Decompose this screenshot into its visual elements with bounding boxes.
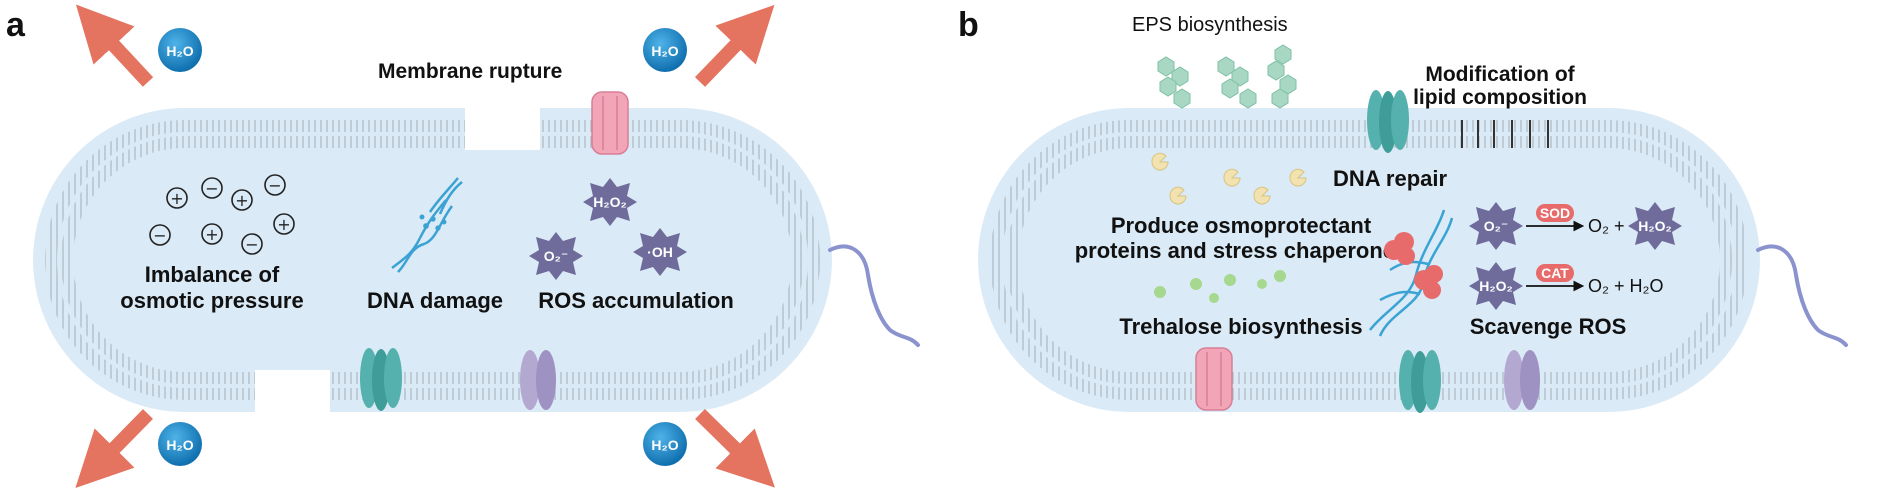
teal-channel-b-top	[1367, 90, 1409, 153]
svg-text:H₂O: H₂O	[651, 437, 678, 453]
svg-text:+: +	[235, 191, 248, 210]
ion-minus-icon: −	[201, 177, 223, 199]
dna-damaged-icon	[391, 177, 463, 273]
panel-b-letter: b	[958, 6, 979, 44]
lipid-label-line1: Modification of	[1425, 63, 1575, 86]
water-out-top-left: H₂O	[75, 4, 202, 87]
membrane-b-outer	[990, 120, 1748, 400]
lavender-channel-b	[1504, 350, 1540, 410]
rupture-gap-top	[465, 100, 540, 152]
svg-text:H₂O₂: H₂O₂	[1638, 218, 1671, 234]
water-drop-icon	[643, 28, 687, 72]
ion-plus-icon: +	[166, 187, 188, 209]
eps-label: EPS biosynthesis	[1132, 14, 1288, 36]
svg-text:CAT: CAT	[1541, 265, 1569, 281]
ion-minus-icon: −	[149, 224, 171, 246]
teal-channel-a	[360, 348, 402, 411]
water-drop-icon	[158, 422, 202, 466]
svg-text:−: −	[205, 179, 218, 198]
ros-star-h2o2-icon: H₂O₂	[583, 178, 637, 226]
repair-protein-icon	[1384, 232, 1443, 299]
sod-enzyme-badge	[1536, 204, 1574, 222]
svg-text:O₂⁻: O₂⁻	[544, 248, 569, 264]
svg-text:O₂ +: O₂ +	[1588, 216, 1625, 236]
panel-a: a Membrane rupture	[6, 4, 920, 488]
svg-text:H₂O: H₂O	[166, 437, 193, 453]
teal-channel-b-bottom	[1399, 350, 1441, 413]
dna-repair-label: DNA repair	[1333, 166, 1448, 191]
svg-text:O₂⁻: O₂⁻	[1484, 218, 1509, 234]
osmoprotectant-icons	[1151, 152, 1307, 205]
water-drop-icon	[158, 28, 202, 72]
membrane-a-outer	[45, 120, 820, 400]
modified-lipids	[1461, 120, 1549, 148]
svg-text:H₂O: H₂O	[166, 43, 193, 59]
ions: + − + − − + − +	[149, 174, 295, 255]
membrane-a-inner	[61, 136, 804, 384]
svg-text:H₂O₂: H₂O₂	[593, 194, 626, 210]
ros-star-o2-icon: O₂⁻	[529, 232, 583, 280]
osmotic-label-line2: osmotic pressure	[120, 288, 303, 313]
dna-damage-label: DNA damage	[367, 288, 503, 313]
pink-channel-a	[591, 91, 629, 155]
lavender-channel-a	[520, 350, 556, 410]
ros-star-h2o2-icon	[1628, 202, 1682, 250]
svg-text:SOD: SOD	[1540, 205, 1570, 221]
ion-minus-icon: −	[241, 233, 263, 255]
ion-plus-icon: +	[273, 213, 295, 235]
ros-star-o2-icon	[1469, 202, 1523, 250]
flagellum-b	[1756, 244, 1848, 347]
ion-minus-icon: −	[264, 174, 286, 196]
trehalose-icons	[1154, 270, 1286, 303]
osmo-label-line2: proteins and stress chaperones	[1075, 238, 1408, 263]
water-out-top-right: H₂O	[643, 4, 775, 87]
cytoplasm-a	[75, 150, 790, 370]
flagellum-a	[828, 244, 920, 347]
water-drop-icon	[643, 422, 687, 466]
ros-star-h2o2-icon	[1469, 262, 1523, 310]
ros-accumulation-label: ROS accumulation	[538, 288, 734, 313]
ros-star-oh-icon: ·OH	[633, 228, 687, 276]
rupture-gap-bottom	[255, 368, 330, 420]
ion-plus-icon: +	[201, 223, 223, 245]
cat-reaction: H₂O₂ CAT O₂ + H₂O	[1469, 262, 1664, 310]
svg-text:H₂O₂: H₂O₂	[1479, 278, 1512, 294]
svg-text:−: −	[153, 226, 166, 245]
scavenge-ros-label: Scavenge ROS	[1470, 314, 1627, 339]
eps-chains-icon	[1157, 44, 1297, 109]
water-out-bottom-left: H₂O	[75, 409, 202, 488]
membrane-rupture-label: Membrane rupture	[378, 60, 562, 83]
svg-text:·OH: ·OH	[647, 244, 673, 260]
membrane-b-inner	[1006, 136, 1732, 384]
osmotic-label-line1: Imbalance of	[145, 262, 280, 287]
svg-text:−: −	[245, 235, 258, 254]
svg-text:+: +	[170, 189, 183, 208]
svg-text:+: +	[277, 215, 290, 234]
panel-a-letter: a	[6, 6, 26, 44]
trehalose-label: Trehalose biosynthesis	[1119, 314, 1362, 339]
lipid-label-line2: lipid composition	[1413, 86, 1587, 109]
osmo-label-line1: Produce osmoprotectant	[1111, 213, 1372, 238]
svg-text:H₂O: H₂O	[651, 43, 678, 59]
pink-channel-b	[1195, 347, 1233, 411]
svg-text:−: −	[268, 176, 281, 195]
svg-text:O₂ + H₂O: O₂ + H₂O	[1588, 276, 1664, 296]
sod-reaction: O₂⁻ SOD O₂ + H₂O₂	[1469, 202, 1682, 250]
water-out-bottom-right: H₂O	[643, 409, 775, 488]
ion-plus-icon: +	[231, 189, 253, 211]
panel-b: b EPS biosynthesis	[958, 6, 1848, 413]
svg-text:+: +	[205, 225, 218, 244]
cat-enzyme-badge	[1536, 264, 1574, 282]
